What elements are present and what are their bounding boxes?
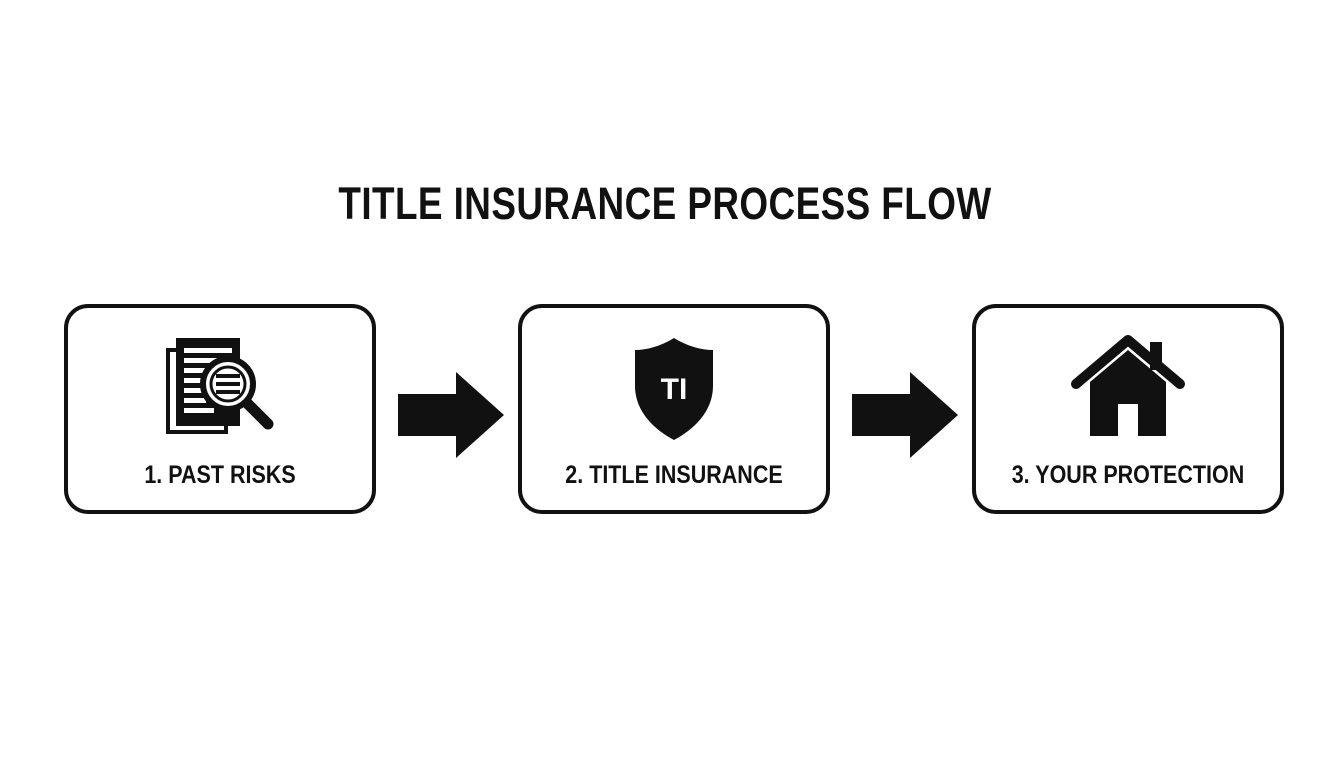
step-label: 2. TITLE INSURANCE — [565, 461, 783, 489]
shield-icon: TI — [522, 334, 826, 444]
house-icon — [976, 334, 1280, 444]
arrow-right-icon — [398, 372, 504, 458]
arrow-right-icon — [852, 372, 958, 458]
step-past-risks: 1. PAST RISKS — [64, 304, 376, 514]
diagram-title: TITLE INSURANCE PROCESS FLOW — [338, 178, 992, 229]
step-title-insurance: TI 2. TITLE INSURANCE — [518, 304, 830, 514]
step-label: 3. YOUR PROTECTION — [1011, 461, 1245, 489]
document-search-icon — [68, 334, 372, 444]
shield-icon-text: TI — [661, 373, 688, 406]
step-label: 1. PAST RISKS — [144, 461, 296, 489]
step-your-protection: 3. YOUR PROTECTION — [972, 304, 1284, 514]
